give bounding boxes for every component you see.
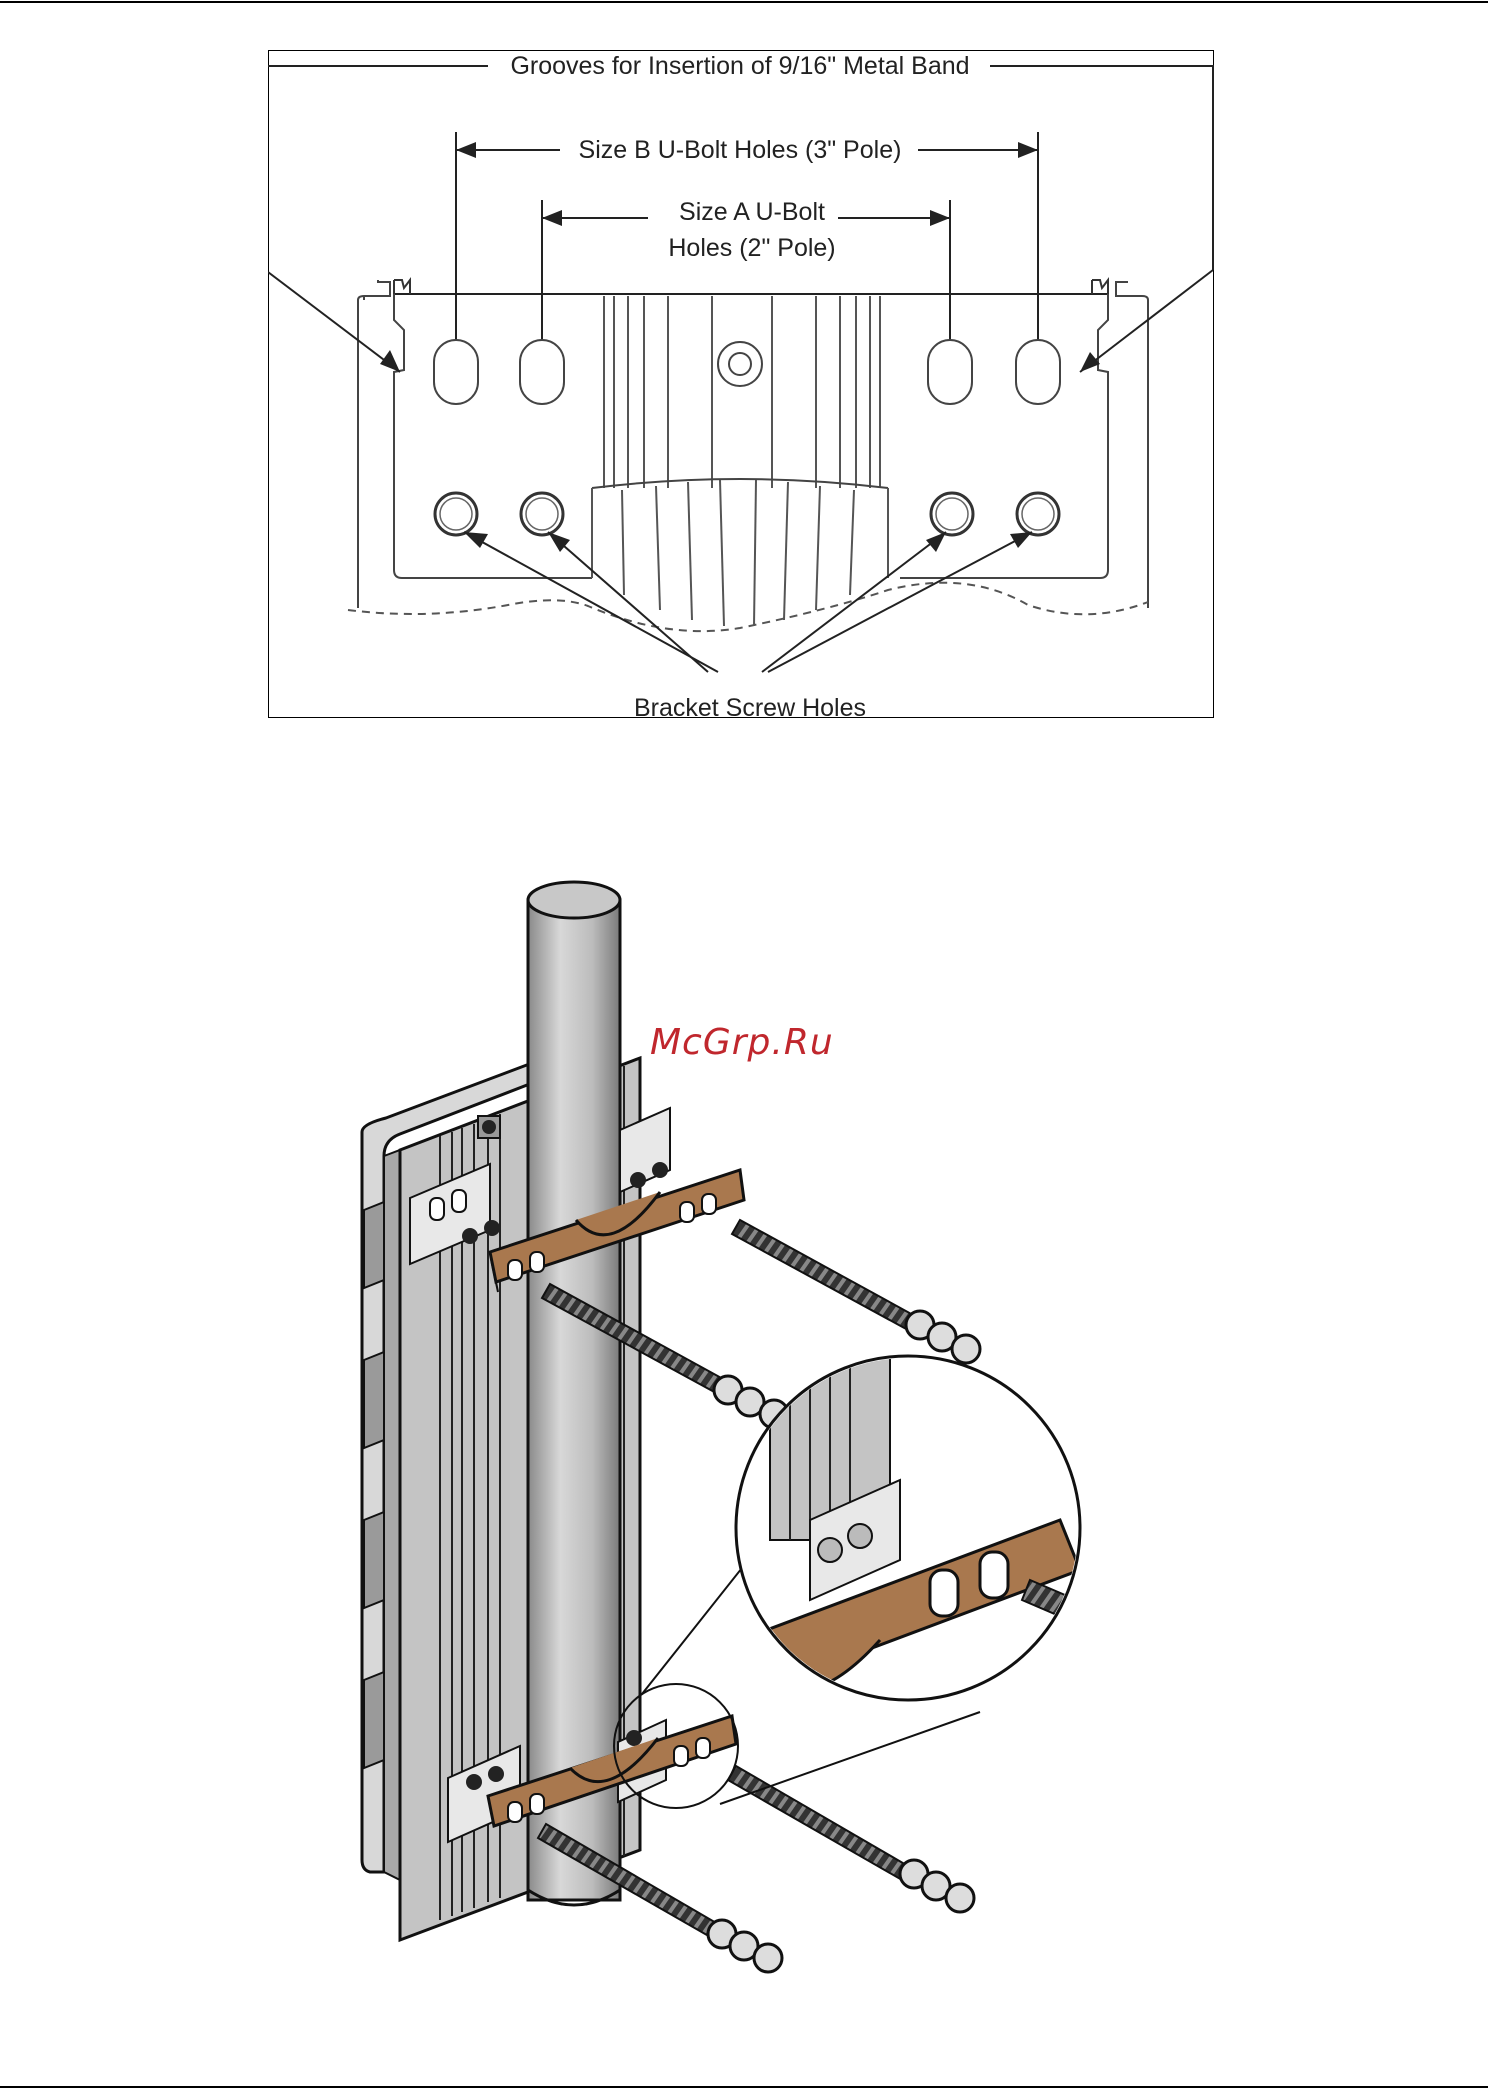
screw-holes-label: Bracket Screw Holes (634, 694, 866, 718)
watermark: McGrp.Ru (650, 1022, 834, 1063)
size-a-label-line1: Size A U-Bolt (679, 198, 825, 226)
top-screws (478, 1116, 500, 1138)
size-b-label: Size B U-Bolt Holes (3" Pole) (579, 136, 902, 164)
top-rule (0, 1, 1488, 3)
pole (528, 882, 620, 1905)
bracket-hole-diagram: Grooves for Insertion of 9/16" Metal Ban… (268, 50, 1214, 718)
size-a-label-line2: Holes (2" Pole) (668, 234, 835, 262)
bottom-rule (0, 2086, 1488, 2088)
grooves-label: Grooves for Insertion of 9/16" Metal Ban… (510, 52, 969, 80)
